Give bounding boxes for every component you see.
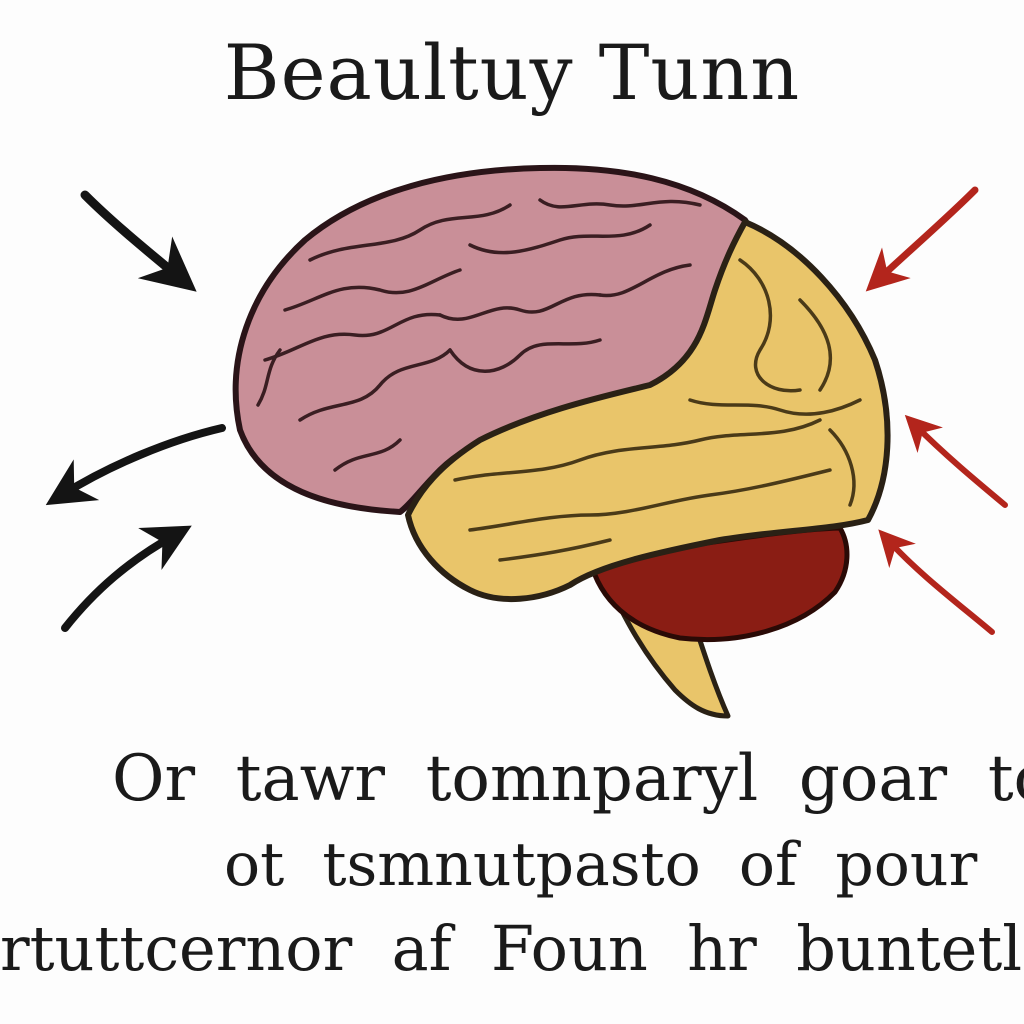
arrow-black-lower-left (61, 525, 192, 632)
arrow-red-lower-right (878, 529, 995, 635)
arrow-black-upper-left (80, 190, 197, 292)
caption-line-2: ot tsmnutpasto of pour (224, 830, 978, 900)
cerebrum-folds (256, 198, 702, 472)
temporal-lobe-folds (453, 258, 862, 562)
arrow-red-upper-right (865, 186, 979, 292)
caption-line-3: rtuttcernor af Foun hr buntetliny (0, 912, 1024, 985)
caption-line-1: Or tawr tomnparyl goar tou (112, 742, 1024, 816)
arrow-red-middle-right (904, 414, 1008, 508)
arrow-black-middle-left (45, 424, 226, 506)
temporal-lobe (405, 219, 891, 602)
title: Beaultuy Tunn (223, 28, 801, 117)
